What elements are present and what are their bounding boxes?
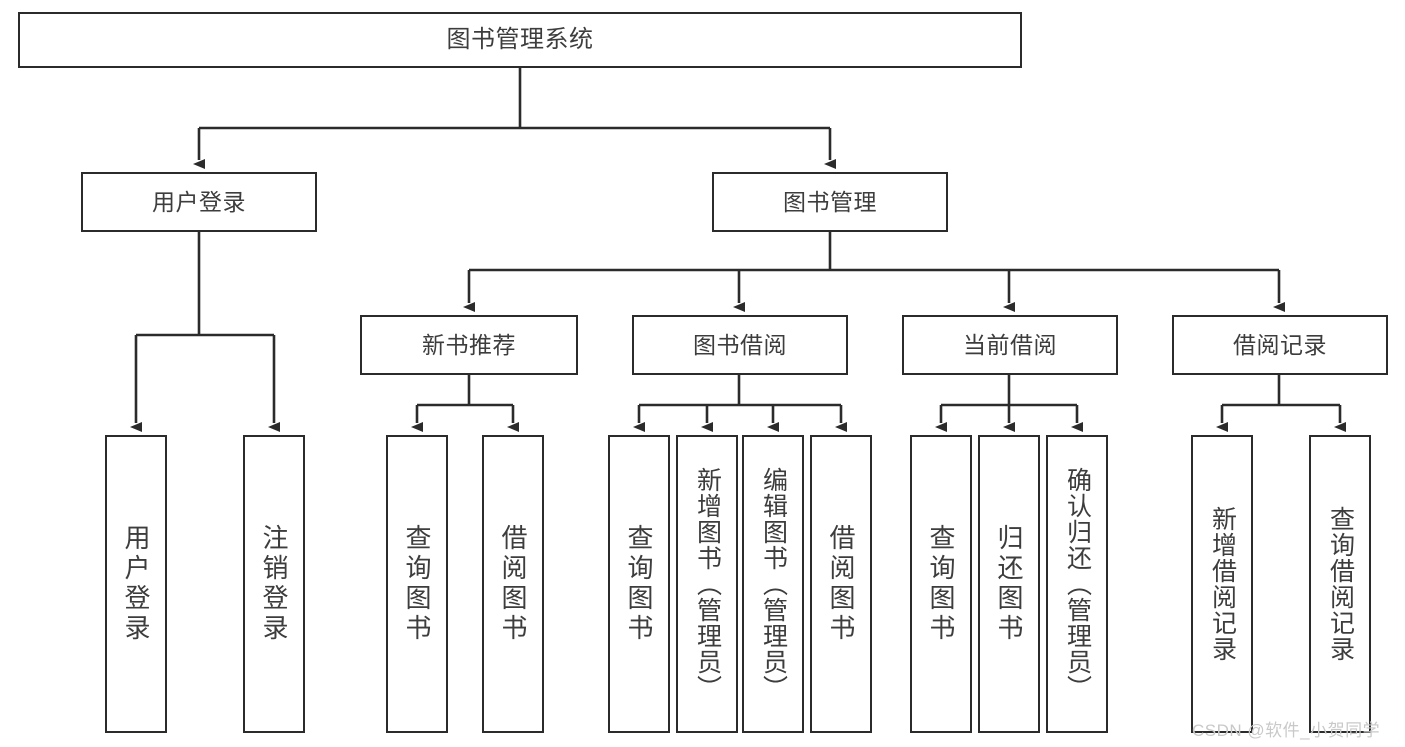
leaf-add-borrow-record[interactable]: 新增借阅记录 bbox=[1191, 435, 1253, 733]
node-label: 归还图书 bbox=[994, 524, 1024, 644]
node-label: 借阅记录 bbox=[1233, 331, 1327, 358]
node-label: 图书借阅 bbox=[693, 331, 787, 358]
node-label: 图书管理系统 bbox=[446, 26, 594, 53]
leaf-query-book-borrow[interactable]: 查询图书 bbox=[608, 435, 670, 733]
leaf-logout[interactable]: 注销登录 bbox=[243, 435, 305, 733]
node-root-system[interactable]: 图书管理系统 bbox=[18, 12, 1022, 68]
node-book-borrow[interactable]: 图书借阅 bbox=[632, 315, 848, 375]
node-label: 查询图书 bbox=[624, 524, 654, 644]
watermark: CSDN @软件_小贺同学 bbox=[1192, 721, 1381, 740]
leaf-borrow-book-new[interactable]: 借阅图书 bbox=[482, 435, 544, 733]
node-label: 查询图书 bbox=[926, 524, 956, 644]
node-borrow-record[interactable]: 借阅记录 bbox=[1172, 315, 1388, 375]
node-label: 编辑图书（管理员） bbox=[759, 467, 788, 701]
leaf-query-borrow-record[interactable]: 查询借阅记录 bbox=[1309, 435, 1371, 733]
node-new-book-recommend[interactable]: 新书推荐 bbox=[360, 315, 578, 375]
node-label: 确认归还（管理员） bbox=[1063, 467, 1092, 701]
leaf-edit-book-admin[interactable]: 编辑图书（管理员） bbox=[742, 435, 804, 733]
node-label: 借阅图书 bbox=[498, 524, 528, 644]
node-label: 图书管理 bbox=[783, 188, 877, 215]
leaf-confirm-return-admin[interactable]: 确认归还（管理员） bbox=[1046, 435, 1108, 733]
node-label: 用户登录 bbox=[121, 524, 151, 644]
leaf-user-login[interactable]: 用户登录 bbox=[105, 435, 167, 733]
node-label: 注销登录 bbox=[259, 524, 289, 644]
node-label: 新增图书（管理员） bbox=[693, 467, 722, 701]
node-label: 查询借阅记录 bbox=[1326, 506, 1355, 662]
node-label: 查询图书 bbox=[402, 524, 432, 644]
node-user-login[interactable]: 用户登录 bbox=[81, 172, 317, 232]
leaf-borrow-book[interactable]: 借阅图书 bbox=[810, 435, 872, 733]
node-current-borrow[interactable]: 当前借阅 bbox=[902, 315, 1118, 375]
node-label: 用户登录 bbox=[152, 188, 246, 215]
leaf-query-book-new[interactable]: 查询图书 bbox=[386, 435, 448, 733]
node-label: 借阅图书 bbox=[826, 524, 856, 644]
leaf-add-book-admin[interactable]: 新增图书（管理员） bbox=[676, 435, 738, 733]
leaf-return-book[interactable]: 归还图书 bbox=[978, 435, 1040, 733]
node-label: 新书推荐 bbox=[422, 331, 516, 358]
node-label: 新增借阅记录 bbox=[1208, 506, 1237, 662]
node-book-management[interactable]: 图书管理 bbox=[712, 172, 948, 232]
leaf-query-book-current[interactable]: 查询图书 bbox=[910, 435, 972, 733]
node-label: 当前借阅 bbox=[963, 331, 1057, 358]
